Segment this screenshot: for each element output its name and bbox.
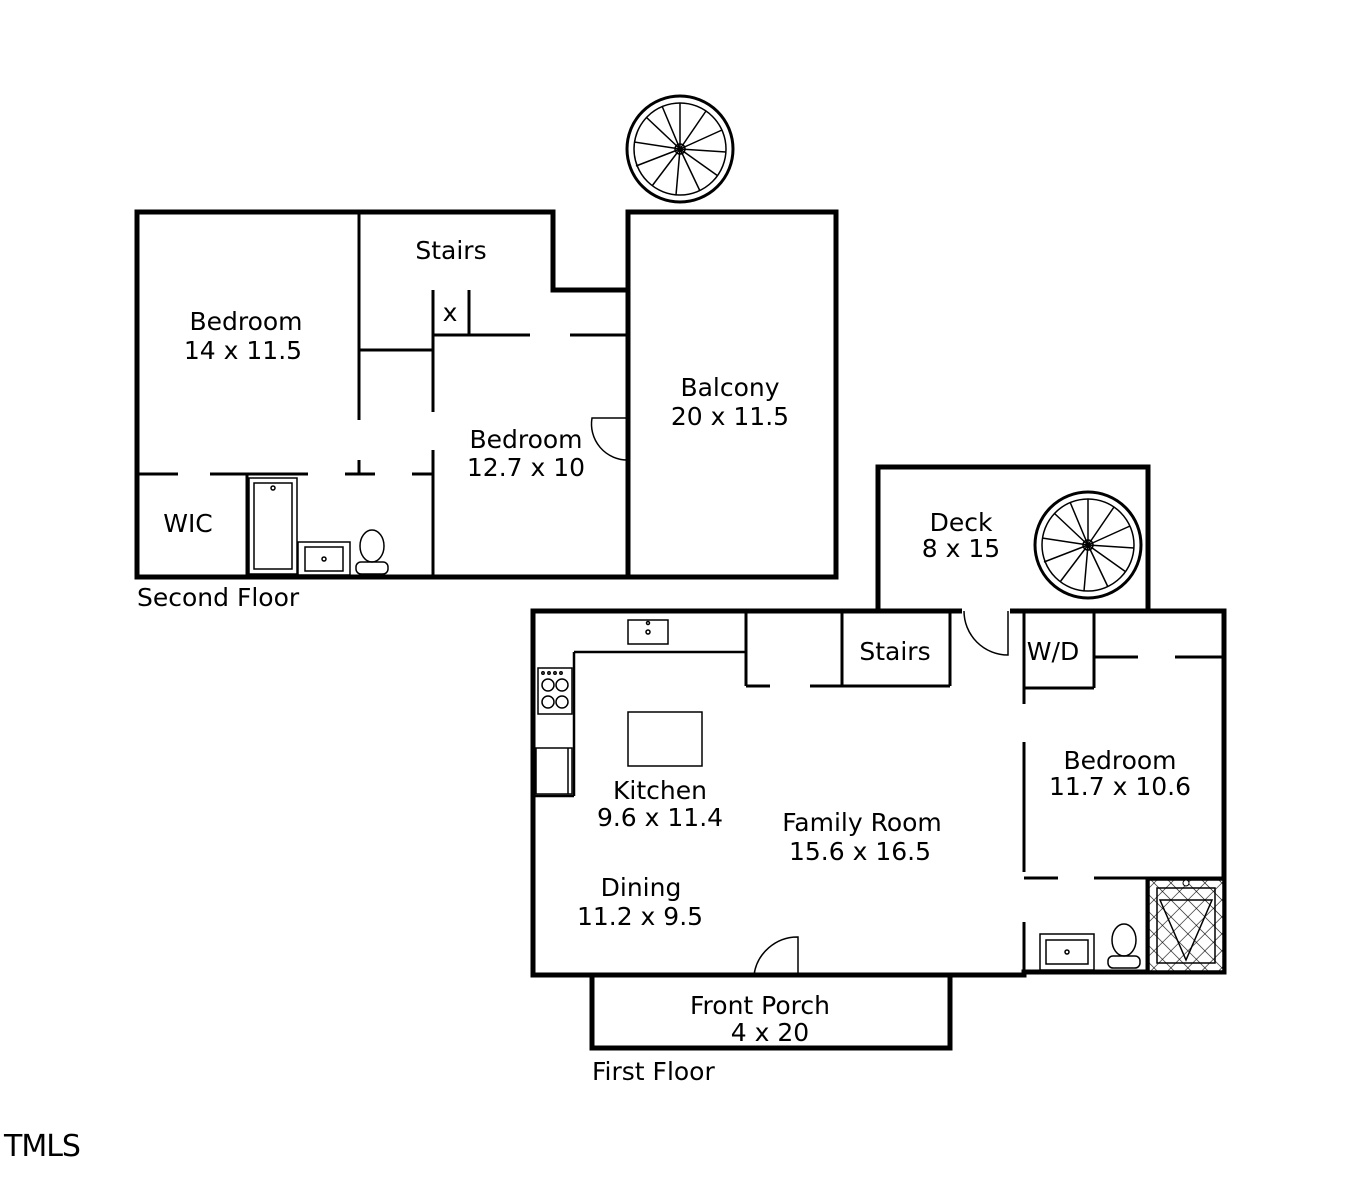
deck-size: 8 x 15 — [922, 534, 1000, 563]
balcony-name: Balcony — [680, 373, 779, 402]
bedroom-size: 11.7 x 10.6 — [1049, 772, 1191, 801]
deck-name: Deck — [930, 508, 993, 537]
second-floor-interior-walls — [137, 212, 628, 577]
family-room-name: Family Room — [782, 808, 942, 837]
toilet-icon — [355, 529, 389, 575]
balcony-door — [590, 417, 629, 461]
deck-outline — [875, 464, 1151, 611]
refrigerator-icon — [535, 747, 573, 795]
bedroom-a-name: Bedroom — [189, 307, 302, 336]
second-floor: Bedroom 14 x 11.5 Stairs x Bedroom 12.7 … — [134, 94, 839, 612]
first-floor-interior-walls — [535, 613, 1224, 975]
front-door — [753, 936, 799, 976]
bedroom-b-name: Bedroom — [469, 425, 582, 454]
front-porch-outline — [589, 975, 953, 1051]
first-floor: Deck 8 x 15 Stairs W/D Bedroom 11.7 x 10… — [530, 464, 1227, 1086]
kitchen-name: Kitchen — [613, 776, 707, 805]
bedroom-a-size: 14 x 11.5 — [184, 336, 302, 365]
first-floor-caption: First Floor — [592, 1057, 715, 1086]
stove-icon — [537, 667, 573, 715]
sink-icon — [297, 541, 351, 576]
wic-label: WIC — [163, 509, 213, 538]
laundry-label: W/D — [1027, 637, 1079, 666]
bedroom-b-size: 12.7 x 10 — [467, 453, 585, 482]
toilet-icon — [1107, 923, 1141, 969]
balcony-outline — [625, 209, 839, 580]
bathtub-icon — [248, 477, 298, 575]
closet-mark: x — [443, 298, 458, 327]
dining-name: Dining — [601, 873, 682, 902]
bedroom-name: Bedroom — [1063, 746, 1176, 775]
kitchen-island — [627, 711, 703, 767]
stairs-label: Stairs — [415, 236, 486, 265]
spiral-staircase-icon — [625, 94, 735, 204]
deck-door — [963, 610, 1009, 656]
kitchen-sink-icon — [627, 619, 669, 645]
shower-icon — [1148, 879, 1224, 972]
second-floor-caption: Second Floor — [137, 583, 300, 612]
dining-size: 11.2 x 9.5 — [577, 902, 703, 931]
stairs-label: Stairs — [859, 637, 930, 666]
sink-icon — [1039, 933, 1095, 971]
kitchen-size: 9.6 x 11.4 — [597, 803, 723, 832]
family-room-size: 15.6 x 16.5 — [789, 837, 931, 866]
front-porch-size: 4 x 20 — [731, 1018, 809, 1047]
spiral-staircase-icon — [1033, 490, 1143, 600]
mls-watermark: TMLS — [3, 1129, 80, 1164]
balcony-size: 20 x 11.5 — [671, 402, 789, 431]
front-porch-name: Front Porch — [690, 991, 830, 1020]
